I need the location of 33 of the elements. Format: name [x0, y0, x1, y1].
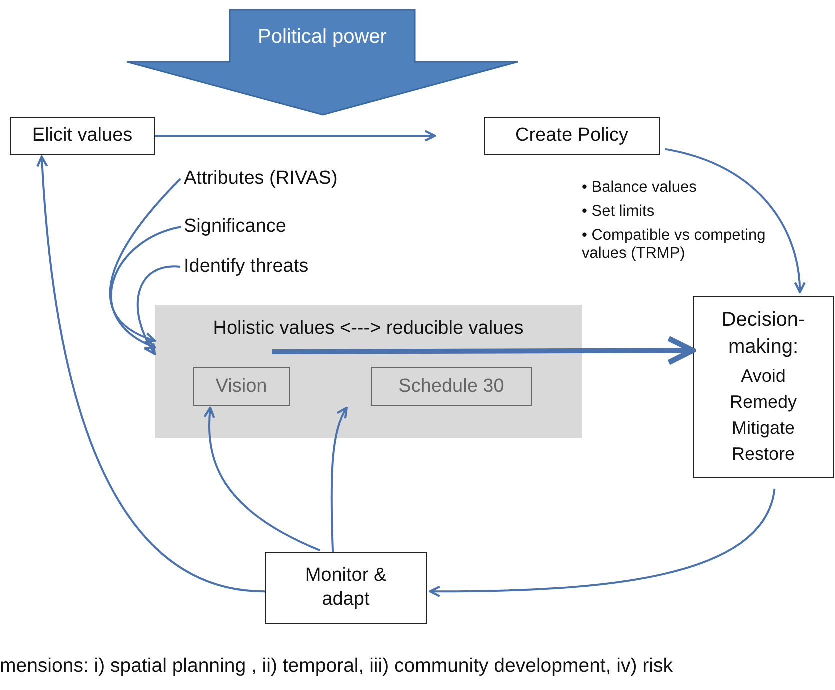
process-box	[265, 552, 427, 624]
step-text: Identify threats	[184, 254, 359, 280]
process-box	[484, 117, 660, 155]
option-list: Avoid Remedy Mitigate Restore	[718, 363, 808, 468]
box-label: Schedule 30	[398, 376, 504, 398]
arrow	[110, 226, 182, 349]
step-text: Attributes (RIVAS)	[184, 166, 354, 192]
box-heading: Decision-making:	[720, 308, 806, 360]
arrow	[429, 488, 776, 598]
values-panel	[155, 305, 582, 438]
box-label: Monitor & adapt	[304, 564, 388, 612]
panel-heading: Holistic values <---> reducible values	[213, 317, 524, 341]
box-label: Elicit values	[32, 124, 133, 148]
arrow	[272, 336, 696, 366]
process-box	[371, 367, 532, 406]
bullet-item: • Compatible vs competing values (TRMP)	[582, 227, 767, 263]
arrow	[36, 156, 266, 593]
bullet-item: • Set limits	[582, 203, 655, 221]
note-text: mensions: i) spatial planning , ii) temporal, iii) community development, iv) risk	[0, 655, 673, 678]
arrow	[330, 406, 348, 552]
arrow	[155, 130, 436, 142]
box-label: Vision	[216, 376, 268, 398]
arrow	[204, 406, 320, 552]
process-box	[693, 296, 834, 478]
step-text: Significance	[184, 214, 314, 240]
box-label: Create Policy	[516, 124, 628, 148]
arrow	[665, 148, 806, 294]
bullet-item: • Balance values	[582, 179, 697, 197]
process-box	[10, 117, 155, 155]
arrow-label: Political power	[258, 26, 387, 49]
arrow	[137, 266, 181, 356]
arrow	[109, 178, 182, 344]
process-box	[193, 367, 290, 406]
